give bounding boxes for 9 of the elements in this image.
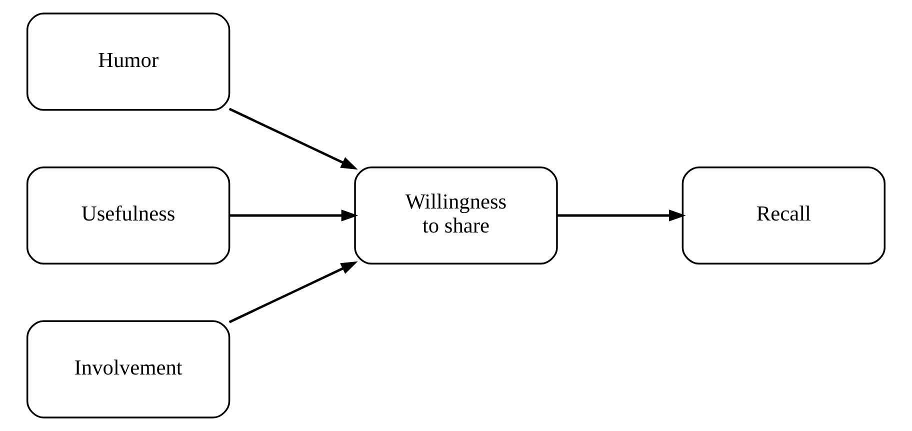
arrow	[228, 261, 358, 324]
node-box: Humor	[26, 12, 230, 111]
node-box: Involvement	[26, 320, 230, 418]
node-box: Willingness to share	[354, 166, 558, 265]
arrow	[228, 108, 358, 170]
node-box: Usefulness	[26, 166, 230, 265]
node-box: Recall	[682, 166, 886, 265]
arrow	[229, 210, 358, 222]
arrow	[557, 210, 686, 222]
